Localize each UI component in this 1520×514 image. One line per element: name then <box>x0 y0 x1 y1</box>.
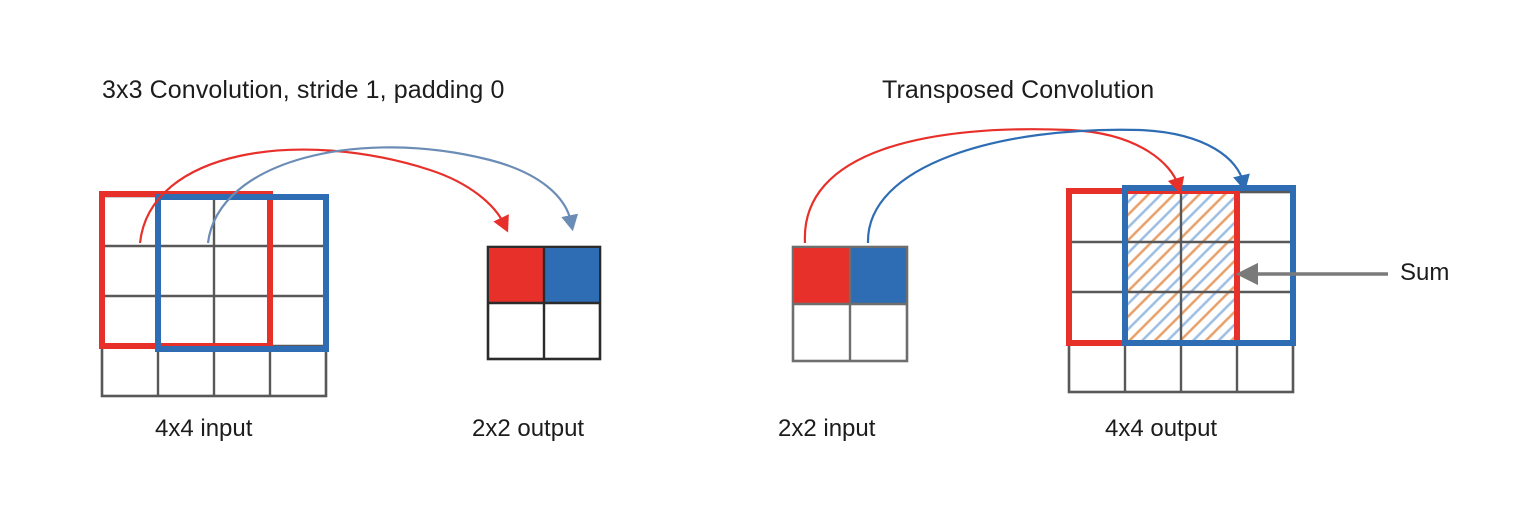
blue-output-window <box>1122 185 1296 346</box>
right-input-caption: 2x2 input <box>778 415 876 442</box>
sum-label: Sum <box>1400 259 1450 286</box>
left-output-caption: 2x2 output <box>472 415 585 442</box>
right-blue-mapping-arrow <box>866 128 1250 244</box>
left-panel-title: 3x3 Convolution, stride 1, padding 0 <box>102 76 505 104</box>
grid-outline <box>791 245 909 363</box>
right-input-grid <box>791 245 909 363</box>
grid-outline <box>486 245 602 361</box>
right-red-mapping-arrow <box>803 128 1185 244</box>
right-panel-title: Transposed Convolution <box>882 76 1155 104</box>
output-cell-red <box>489 248 544 303</box>
right-output-caption: 4x4 output <box>1105 415 1218 442</box>
grid-outline <box>100 194 328 398</box>
right-output-grid <box>1067 190 1295 394</box>
left-red-mapping-arrow <box>138 148 509 244</box>
left-input-grid <box>100 194 328 398</box>
grid-outline <box>1067 190 1295 394</box>
left-input-caption: 4x4 input <box>155 415 253 442</box>
blue-kernel-window <box>155 194 329 352</box>
red-kernel-window <box>99 191 273 349</box>
input-cell-blue <box>851 248 906 304</box>
sum-overlap-region <box>1125 192 1237 342</box>
input-cell-red <box>794 248 850 304</box>
left-output-grid <box>486 245 602 361</box>
output-cell-blue <box>545 248 599 303</box>
left-blue-mapping-arrow <box>206 146 579 244</box>
red-output-window <box>1066 188 1240 346</box>
